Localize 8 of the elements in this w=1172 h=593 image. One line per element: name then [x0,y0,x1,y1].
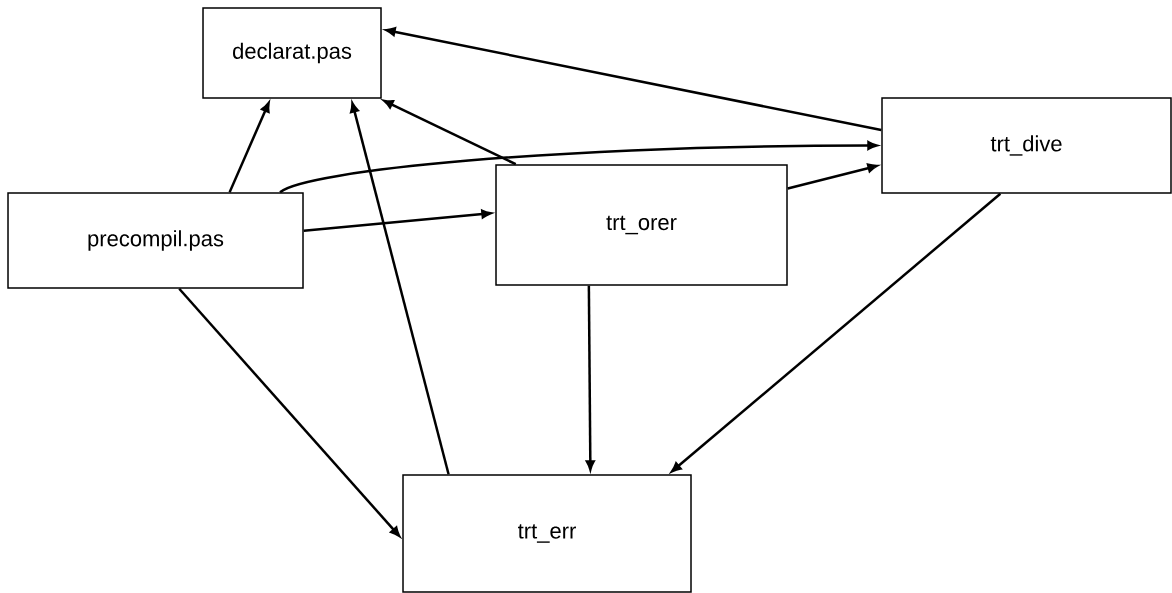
file-box: precompil.pas [7,192,304,289]
arrow [228,102,270,193]
file-box: trt_orer [495,164,788,286]
arrow [178,287,401,537]
file-box: declarat.pas [202,7,382,99]
file-box: trt_err [402,474,692,593]
file-box: trt_dive [881,97,1172,194]
arrow [671,192,1002,473]
